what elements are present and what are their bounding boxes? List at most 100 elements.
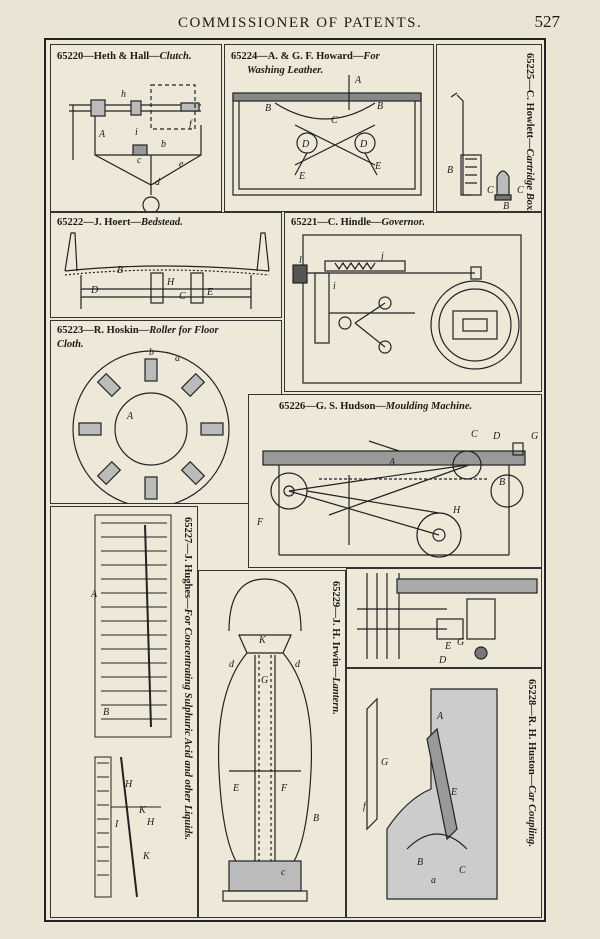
svg-text:C: C	[517, 185, 524, 196]
svg-text:d: d	[229, 659, 235, 670]
svg-text:C: C	[471, 429, 478, 440]
cartridge-figure: B C C B	[447, 92, 524, 211]
washing-figure: A B B C D D E E	[232, 75, 422, 196]
governor-figure: l j i	[292, 234, 522, 384]
panel-65226-detail: E G D	[346, 568, 542, 668]
panel-65221-governor: 65221—C. Hindle—Governor.	[284, 212, 542, 392]
svg-text:D: D	[438, 655, 447, 666]
svg-text:H: H	[124, 779, 133, 790]
svg-text:A: A	[98, 129, 106, 140]
caption-65227: 65227—J. Hughes—For Concentrating Sulphu…	[182, 517, 193, 841]
svg-text:K: K	[258, 635, 267, 646]
svg-text:E: E	[232, 783, 239, 794]
svg-text:H: H	[166, 277, 175, 288]
svg-text:G: G	[261, 675, 268, 686]
svg-text:A: A	[90, 589, 98, 600]
acid-figure: A B H K H K I	[90, 514, 172, 898]
svg-text:D: D	[359, 139, 368, 150]
svg-text:i: i	[333, 281, 336, 292]
caption-65220: 65220—Heth & Hall—Clutch.	[57, 51, 192, 62]
panel-65228-coupling: 65228—R. H. Huston—Car Coupling. A E B C…	[346, 668, 542, 918]
page-number: 527	[534, 12, 561, 31]
caption-65224: 65224—A. & G. F. Howard—For	[231, 51, 380, 62]
clutch-figure: h i f A b c e d	[69, 84, 202, 211]
lantern-figure: K d d G E F B c	[217, 578, 319, 902]
svg-text:B: B	[503, 201, 509, 211]
svg-text:b: b	[149, 347, 154, 358]
svg-text:C: C	[331, 115, 338, 126]
svg-text:B: B	[117, 265, 123, 276]
panel-65224-washing: 65224—A. & G. F. Howard—For Washing Leat…	[224, 44, 434, 212]
svg-text:a: a	[431, 875, 436, 886]
svg-text:E: E	[206, 287, 213, 298]
patent-plate: 65220—Heth & Hall—Clutch. h	[44, 38, 546, 922]
caption-65226: 65226—G. S. Hudson—Moulding Machine.	[279, 401, 473, 412]
page-header: COMMISSIONER OF PATENTS. 527	[60, 12, 560, 34]
svg-text:d: d	[295, 659, 301, 670]
panel-65220-clutch: 65220—Heth & Hall—Clutch. h	[50, 44, 222, 212]
panel-65227-acid: 65227—J. Hughes—For Concentrating Sulphu…	[50, 506, 198, 918]
svg-text:B: B	[265, 103, 271, 114]
svg-text:K: K	[142, 851, 151, 862]
svg-text:A: A	[436, 711, 444, 722]
svg-text:F: F	[280, 783, 288, 794]
svg-text:A: A	[354, 75, 362, 86]
svg-text:C: C	[179, 291, 186, 302]
caption-65223: 65223—R. Hoskin—Roller for Floor	[57, 325, 219, 336]
coupling-figure: A E B C a G f	[363, 688, 498, 900]
panel-65222-bedstead: 65222—J. Hoert—Bedstead. D B H	[50, 212, 282, 318]
moulding-detail-figure: E G D	[357, 573, 538, 666]
svg-text:C: C	[459, 865, 466, 876]
svg-text:f: f	[189, 119, 193, 130]
caption-65223-line2: Cloth.	[57, 339, 84, 350]
svg-text:E: E	[298, 171, 305, 182]
caption-65229: 65229—J. H. Irwin—Lantern.	[330, 581, 341, 715]
panel-65223-roller: 65223—R. Hoskin—Roller for Floor Cloth.	[50, 320, 282, 504]
svg-text:G: G	[381, 757, 388, 768]
svg-text:C: C	[487, 185, 494, 196]
svg-text:c: c	[281, 867, 286, 878]
svg-text:B: B	[377, 101, 383, 112]
svg-text:H: H	[146, 817, 155, 828]
panel-65225-cartridge: 65225—C. Howlett—Cartridge Box. B C C B	[436, 44, 542, 212]
svg-text:G: G	[457, 637, 464, 648]
svg-text:B: B	[499, 477, 505, 488]
svg-text:K: K	[138, 805, 147, 816]
svg-text:H: H	[452, 505, 461, 516]
page-title: COMMISSIONER OF PATENTS.	[178, 15, 423, 31]
moulding-figure: C D G A F B H	[256, 429, 538, 558]
caption-65228: 65228—R. H. Huston—Car Coupling.	[526, 679, 537, 848]
svg-text:l: l	[299, 255, 302, 266]
roller-figure: b a A	[72, 347, 230, 503]
svg-text:A: A	[126, 411, 134, 422]
svg-text:A: A	[388, 457, 396, 468]
svg-text:B: B	[103, 707, 109, 718]
svg-text:E: E	[450, 787, 457, 798]
svg-text:c: c	[137, 155, 142, 166]
svg-text:E: E	[444, 641, 451, 652]
svg-text:B: B	[447, 165, 453, 176]
svg-text:I: I	[114, 819, 119, 830]
caption-65221: 65221—C. Hindle—Governor.	[291, 217, 425, 228]
svg-text:D: D	[301, 139, 310, 150]
svg-text:f: f	[363, 801, 367, 812]
svg-text:B: B	[417, 857, 423, 868]
svg-text:j: j	[379, 251, 384, 262]
svg-text:D: D	[492, 431, 501, 442]
caption-65225: 65225—C. Howlett—Cartridge Box.	[524, 53, 535, 212]
svg-text:i: i	[135, 127, 138, 138]
panel-65229-lantern: 65229—J. H. Irwin—Lantern. K d d G	[198, 570, 346, 918]
bedstead-figure: D B H C E	[64, 232, 270, 309]
svg-text:d: d	[155, 177, 161, 188]
svg-text:b: b	[161, 139, 166, 150]
svg-text:h: h	[121, 89, 126, 100]
svg-text:B: B	[313, 813, 319, 824]
caption-65224-line2: Washing Leather.	[247, 65, 324, 76]
svg-text:F: F	[256, 517, 264, 528]
panel-65226-moulding: 65226—G. S. Hudson—Moulding Machine.	[248, 394, 542, 568]
svg-text:a: a	[175, 353, 180, 364]
svg-text:G: G	[531, 431, 538, 442]
svg-text:e: e	[179, 159, 184, 170]
caption-65222: 65222—J. Hoert—Bedstead.	[57, 217, 183, 228]
